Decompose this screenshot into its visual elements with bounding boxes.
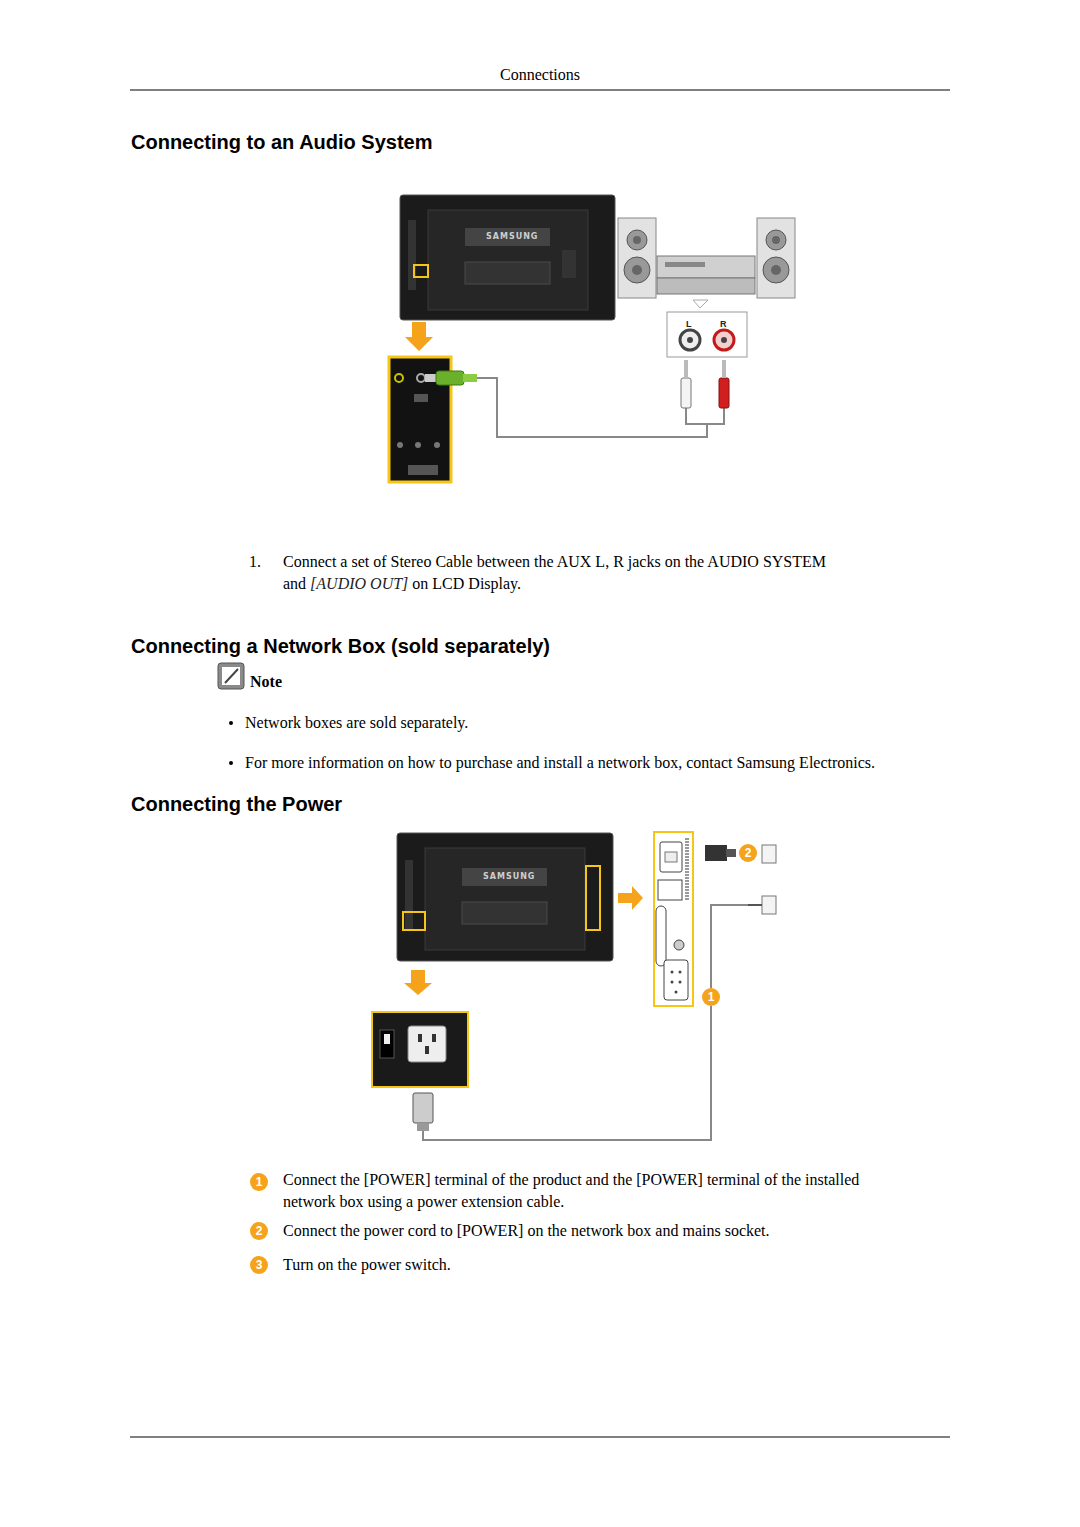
- port-name: [AUDIO OUT]: [310, 575, 408, 592]
- jack-label: L: [686, 319, 692, 329]
- section-heading: Connecting the Power: [131, 793, 342, 816]
- step-text: Turn on the power switch.: [283, 1254, 883, 1276]
- callout-number: 1: [250, 1173, 268, 1191]
- footer-rule: [130, 1437, 950, 1438]
- note-text: For more information on how to purchase …: [245, 752, 965, 774]
- note-text: Network boxes are sold separately.: [245, 712, 945, 734]
- callout-number: 3: [250, 1256, 268, 1274]
- step-text: Connect the [POWER] terminal of the prod…: [283, 1169, 883, 1213]
- jack-label: R: [720, 319, 727, 329]
- brand-label: SAMSUNG: [486, 232, 538, 241]
- zoom-panel: [389, 322, 451, 482]
- audio-system: [618, 218, 795, 308]
- step-text: on LCD Display.: [412, 575, 521, 592]
- monitor-back: [400, 195, 615, 320]
- step-text: Connect a set of Stereo Cable between th…: [283, 551, 883, 595]
- note-heading: Note: [250, 673, 282, 691]
- section-heading: Connecting to an Audio System: [131, 131, 433, 154]
- network-box-panel: [654, 832, 693, 1006]
- monitor-back: [397, 833, 643, 961]
- section-heading: Connecting a Network Box (sold separatel…: [131, 635, 550, 658]
- step-text: Connect the power cord to [POWER] on the…: [283, 1220, 883, 1242]
- power-cord: [413, 845, 776, 1140]
- jack-inset: [667, 312, 747, 357]
- callout-number: 2: [739, 844, 757, 862]
- bullet: [229, 721, 233, 725]
- bullet: [229, 761, 233, 765]
- note-icon: [218, 663, 244, 689]
- zoom-panel: [372, 970, 468, 1087]
- callout-number: 1: [702, 988, 720, 1006]
- brand-label: SAMSUNG: [483, 872, 535, 881]
- header-rule: [130, 90, 950, 91]
- page-header: Connections: [130, 66, 950, 84]
- callout-number: 2: [250, 1222, 268, 1240]
- step-number: 1.: [249, 551, 261, 573]
- stereo-cable: [425, 360, 729, 437]
